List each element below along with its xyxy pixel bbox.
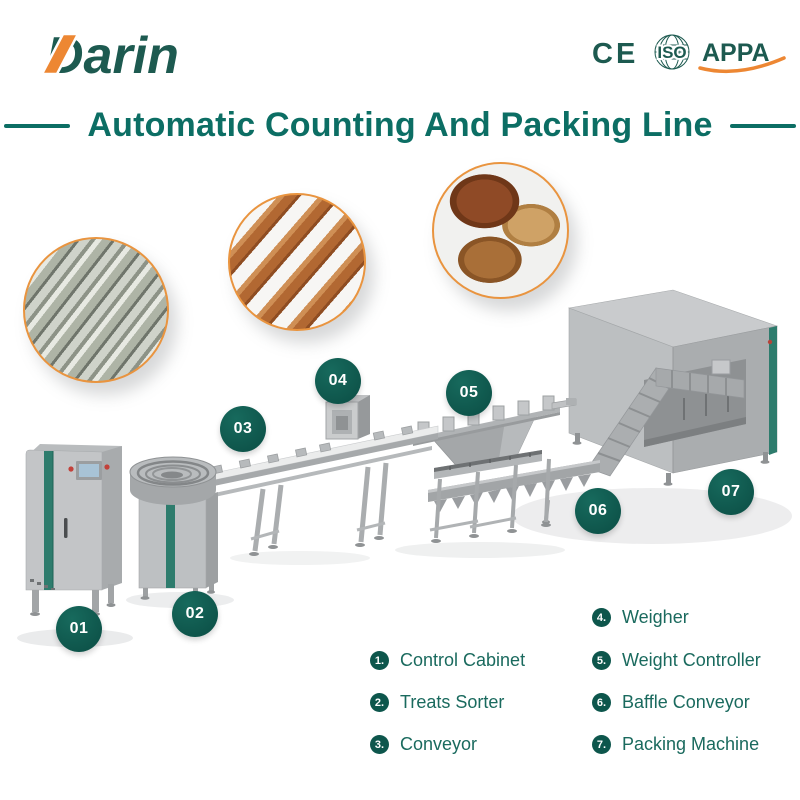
pig-ear-treats-photo bbox=[432, 162, 569, 299]
control-cabinet bbox=[25, 444, 122, 616]
wrapped-treat-sticks-photo bbox=[23, 237, 169, 383]
weigher-and-weight-controller bbox=[413, 395, 577, 543]
badge-weight-controller: 05 bbox=[446, 370, 492, 416]
treats-sorter bbox=[129, 456, 218, 600]
machine-teal-stripe bbox=[44, 451, 53, 590]
appa-logo-icon: APPA bbox=[702, 39, 770, 67]
legend-item-treats-sorter: 2. Treats Sorter bbox=[370, 692, 504, 713]
door-handle bbox=[64, 518, 68, 538]
iso-globe-icon: ISO bbox=[654, 34, 690, 70]
certification-logos: CE ISO APPA bbox=[592, 34, 786, 74]
legend-num-3: 3. bbox=[370, 735, 389, 754]
ce-mark-icon: CE bbox=[592, 38, 638, 70]
title-right-dash bbox=[729, 123, 796, 128]
legend-item-conveyor: 3. Conveyor bbox=[370, 734, 477, 755]
machine-teal-stripe bbox=[166, 496, 175, 588]
badge-treats-sorter: 02 bbox=[172, 591, 218, 637]
badge-weigher: 04 bbox=[315, 358, 361, 404]
legend-item-packing-machine: 7. Packing Machine bbox=[592, 734, 759, 755]
badge-control-cabinet: 01 bbox=[56, 606, 102, 652]
legend-num-6: 6. bbox=[592, 693, 611, 712]
legend-num-4: 4. bbox=[592, 608, 611, 627]
logo-orange-slash-icon bbox=[39, 32, 81, 76]
red-button-icon bbox=[68, 466, 74, 472]
badge-conveyor: 03 bbox=[220, 406, 266, 452]
title-left-dash bbox=[4, 123, 71, 128]
conveyor bbox=[189, 425, 439, 556]
badge-packing-machine: 07 bbox=[708, 469, 754, 515]
legend-item-weight-controller: 5. Weight Controller bbox=[592, 650, 761, 671]
badge-baffle-conveyor: 06 bbox=[575, 488, 621, 534]
svg-text:ISO: ISO bbox=[657, 43, 686, 62]
legend-item-control-cabinet: 1. Control Cabinet bbox=[370, 650, 525, 671]
legend-num-5: 5. bbox=[592, 651, 611, 670]
legend-num-1: 1. bbox=[370, 651, 389, 670]
red-button-icon bbox=[104, 464, 110, 470]
legend-num-2: 2. bbox=[370, 693, 389, 712]
legend-item-baffle-conveyor: 6. Baffle Conveyor bbox=[592, 692, 750, 713]
page-title: Automatic Counting And Packing Line bbox=[87, 106, 713, 144]
darin-logo: Darin bbox=[39, 27, 179, 82]
legend-num-7: 7. bbox=[592, 735, 611, 754]
machine-teal-stripe bbox=[769, 326, 777, 455]
bully-stick-treats-photo bbox=[228, 193, 366, 331]
title-row: Automatic Counting And Packing Line bbox=[0, 106, 800, 145]
machine-logo-dot-icon bbox=[767, 339, 773, 345]
legend-item-weigher: 4. Weigher bbox=[592, 607, 689, 628]
